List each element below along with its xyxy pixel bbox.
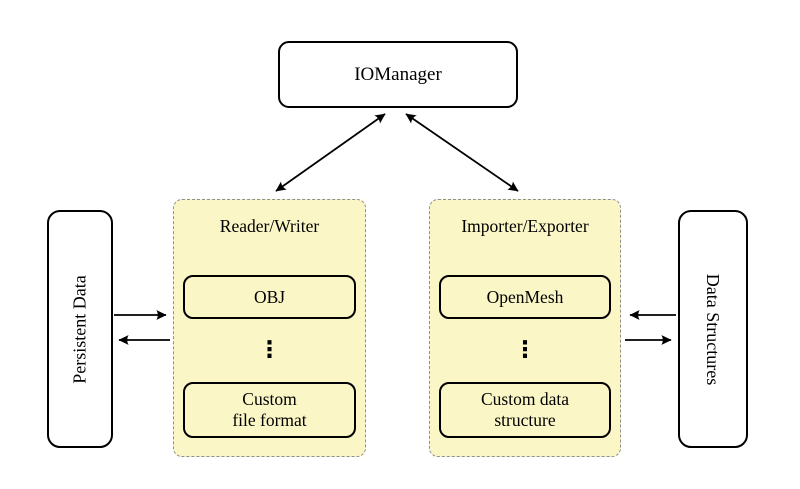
arrow-iomanager-readerwriter xyxy=(275,113,386,192)
node-custom-data-structure-line1: Custom data xyxy=(481,389,569,409)
group-reader-writer-title: Reader/Writer xyxy=(219,216,320,236)
node-custom-file-format-line2: file format xyxy=(232,410,307,430)
group-reader-writer: Reader/Writer OBJ ⋮ Custom file format xyxy=(173,199,366,457)
node-openmesh-label: OpenMesh xyxy=(486,286,564,307)
node-iomanager-label: IOManager xyxy=(354,63,442,85)
node-openmesh: OpenMesh xyxy=(439,275,611,319)
node-custom-data-structure: Custom data structure xyxy=(439,382,611,438)
node-persistent-data: Persistent Data xyxy=(47,210,113,448)
node-custom-file-format: Custom file format xyxy=(183,382,356,438)
node-custom-file-format-line1: Custom xyxy=(242,389,297,409)
importer-exporter-ellipsis: ⋮ xyxy=(513,337,537,363)
node-iomanager: IOManager xyxy=(278,41,518,108)
arrow-iomanager-importerexporter xyxy=(405,113,519,192)
node-persistent-data-label: Persistent Data xyxy=(69,274,90,384)
node-custom-data-structure-line2: structure xyxy=(494,410,556,430)
reader-writer-ellipsis: ⋮ xyxy=(258,337,281,363)
node-data-structures-label: Data Structures xyxy=(703,273,724,385)
node-obj: OBJ xyxy=(183,275,356,319)
node-data-structures: Data Structures xyxy=(678,210,748,448)
group-importer-exporter-title: Importer/Exporter xyxy=(461,216,589,236)
node-obj-label: OBJ xyxy=(253,286,286,307)
group-importer-exporter: Importer/Exporter OpenMesh ⋮ Custom data… xyxy=(429,199,621,457)
